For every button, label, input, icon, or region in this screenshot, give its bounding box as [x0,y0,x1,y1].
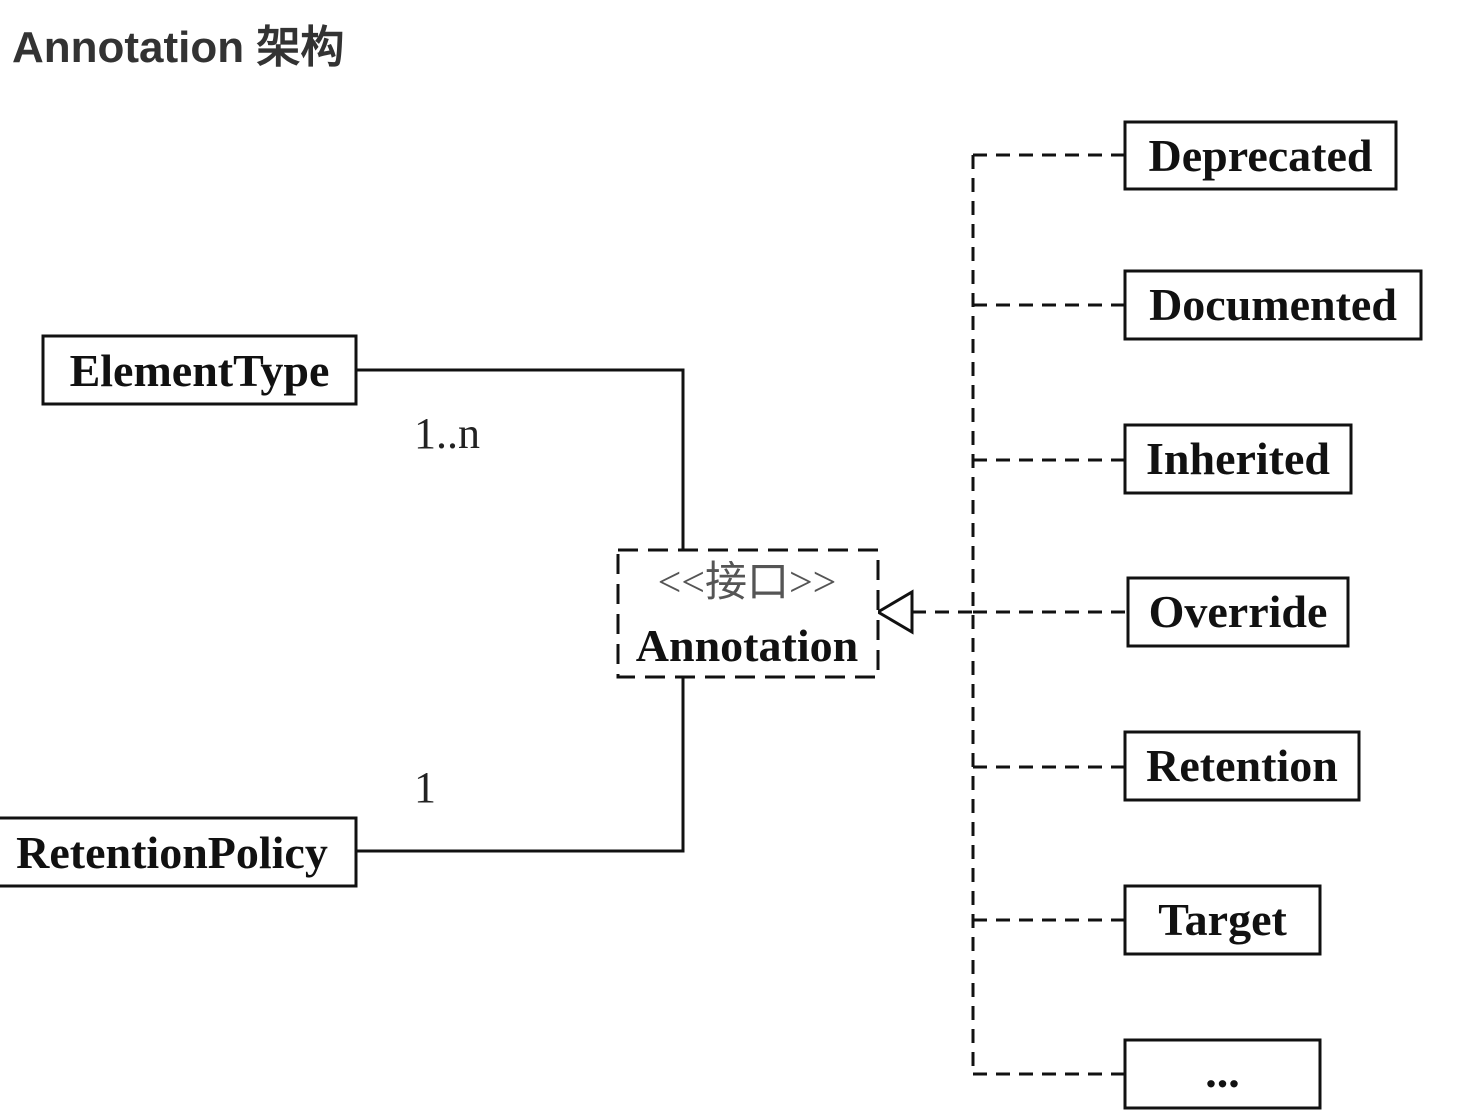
ellipsis-label: ... [1205,1046,1240,1097]
impl-override: Override [1126,576,1350,648]
documented-label: Documented [1149,279,1397,330]
ellipsis-box[interactable] [1123,1038,1322,1110]
inherited-box[interactable] [1123,423,1353,495]
elementtype-label: ElementType [70,345,330,396]
annotation-interface: <<接口>> Annotation [616,548,880,679]
retentionpolicy-multiplicity: 1 [414,763,436,812]
annotation-interface-box[interactable] [616,548,880,679]
target-label: Target [1158,894,1287,945]
elementtype-connector [357,368,685,550]
impl-inherited: Inherited [1123,423,1353,495]
impl-retention: Retention [1123,730,1361,802]
realization-arrowhead-icon [875,589,914,635]
impl-ellipsis: ... [1123,1038,1322,1110]
override-label: Override [1149,586,1328,637]
retention-label: Retention [1146,740,1338,791]
deprecated-box[interactable] [1123,120,1398,191]
documented-box[interactable] [1123,269,1423,341]
retentionpolicy-label: RetentionPolicy [16,827,328,878]
impl-documented: Documented [1123,269,1423,341]
target-box[interactable] [1123,884,1322,956]
impl-deprecated: Deprecated [1123,120,1398,191]
impl-target: Target [1123,884,1322,956]
elementtype-box[interactable] [41,334,358,406]
retentionpolicy-connector [356,677,685,853]
override-box[interactable] [1126,576,1350,648]
page-title: Annotation 架构 [12,23,345,72]
elementtype-multiplicity: 1..n [414,409,480,458]
association-elementtype: ElementType 1..n [41,334,685,550]
retention-box[interactable] [1123,730,1361,802]
interface-name: Annotation [636,620,858,671]
interface-stereotype: <<接口>> [658,560,837,606]
inherited-label: Inherited [1146,433,1330,484]
realization-connectors [912,153,1128,1076]
deprecated-label: Deprecated [1149,130,1373,181]
association-retentionpolicy: RetentionPolicy 1 [0,677,685,888]
retentionpolicy-box[interactable] [0,816,358,888]
